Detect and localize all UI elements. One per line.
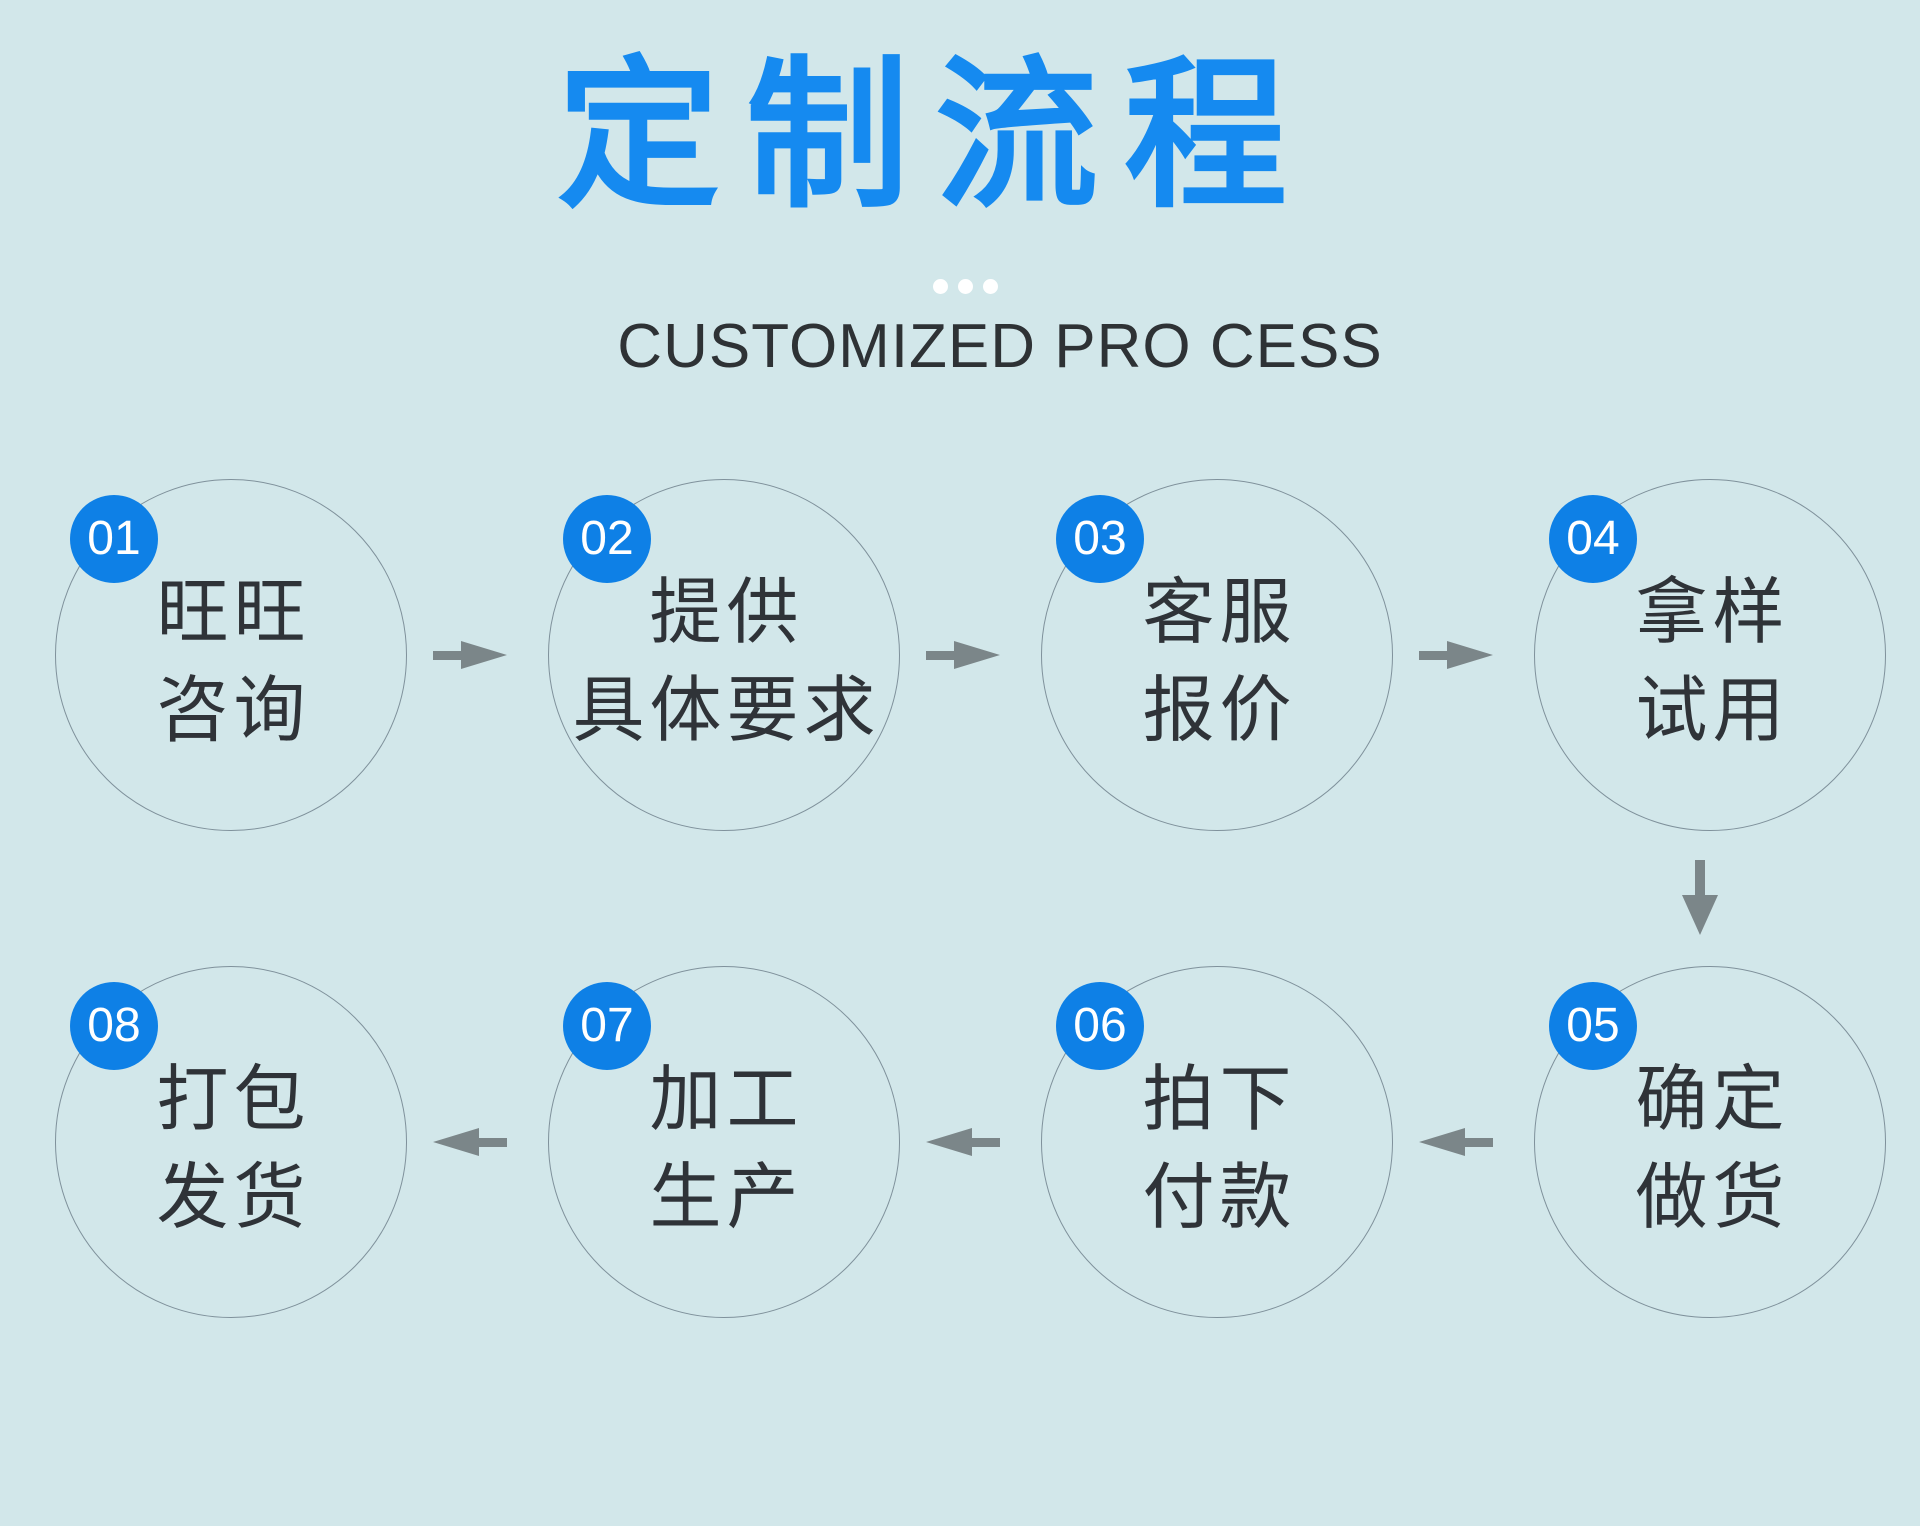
step-circle-02: 02 提供 具体要求 <box>548 479 900 831</box>
step-label-line1: 旺旺 <box>156 573 311 653</box>
arrow-left-icon <box>926 1127 1004 1157</box>
step-circle-05: 05 确定 做货 <box>1534 966 1886 1318</box>
step-number-badge: 04 <box>1549 495 1637 583</box>
step-label-line1: 打包 <box>156 1060 311 1140</box>
step-label-line2: 付款 <box>1142 1158 1297 1238</box>
step-label: 确定 做货 <box>1535 967 1885 1317</box>
step-label-line1: 客服 <box>1142 573 1297 653</box>
arrow-left-icon <box>433 1127 511 1157</box>
step-label-line2: 生产 <box>649 1158 804 1238</box>
step-label-line1: 提供 <box>649 573 804 653</box>
step-number-badge: 03 <box>1056 495 1144 583</box>
step-label: 旺旺 咨询 <box>56 480 406 830</box>
step-circle-06: 06 拍下 付款 <box>1041 966 1393 1318</box>
step-number-badge: 02 <box>563 495 651 583</box>
step-label-line2: 报价 <box>1142 671 1297 751</box>
step-label-line1: 加工 <box>649 1060 804 1140</box>
step-circle-04: 04 拿样 试用 <box>1534 479 1886 831</box>
step-label-line1: 确定 <box>1635 1060 1790 1140</box>
step-label-line2: 具体要求 <box>572 671 881 751</box>
dot-icon <box>983 279 998 294</box>
step-label-line2: 咨询 <box>156 671 311 751</box>
step-number-badge: 05 <box>1549 982 1637 1070</box>
arrow-right-icon <box>926 640 1004 670</box>
step-label: 加工 生产 <box>549 967 899 1317</box>
step-circle-03: 03 客服 报价 <box>1041 479 1393 831</box>
arrow-left-icon <box>1419 1127 1497 1157</box>
step-number-badge: 01 <box>70 495 158 583</box>
step-label-line1: 拍下 <box>1142 1060 1297 1140</box>
step-circle-07: 07 加工 生产 <box>548 966 900 1318</box>
arrow-down-icon <box>1682 860 1718 935</box>
step-label-line2: 试用 <box>1635 671 1790 751</box>
step-label: 拿样 试用 <box>1535 480 1885 830</box>
step-label-line2: 发货 <box>156 1158 311 1238</box>
page-subtitle: CUSTOMIZED PRO CESS <box>617 312 1383 381</box>
dot-icon <box>933 279 948 294</box>
step-number-badge: 06 <box>1056 982 1144 1070</box>
step-label: 客服 报价 <box>1042 480 1392 830</box>
step-label: 拍下 付款 <box>1042 967 1392 1317</box>
decorative-dots <box>933 279 998 294</box>
step-circle-08: 08 打包 发货 <box>55 966 407 1318</box>
step-label-line1: 拿样 <box>1635 573 1790 653</box>
step-label: 提供 具体要求 <box>549 480 899 830</box>
step-circle-01: 01 旺旺 咨询 <box>55 479 407 831</box>
arrow-right-icon <box>1419 640 1497 670</box>
dot-icon <box>958 279 973 294</box>
step-number-badge: 07 <box>563 982 651 1070</box>
step-label-line2: 做货 <box>1635 1158 1790 1238</box>
step-label: 打包 发货 <box>56 967 406 1317</box>
step-number-badge: 08 <box>70 982 158 1070</box>
arrow-right-icon <box>433 640 511 670</box>
page-title: 定制流程 <box>556 44 1313 227</box>
